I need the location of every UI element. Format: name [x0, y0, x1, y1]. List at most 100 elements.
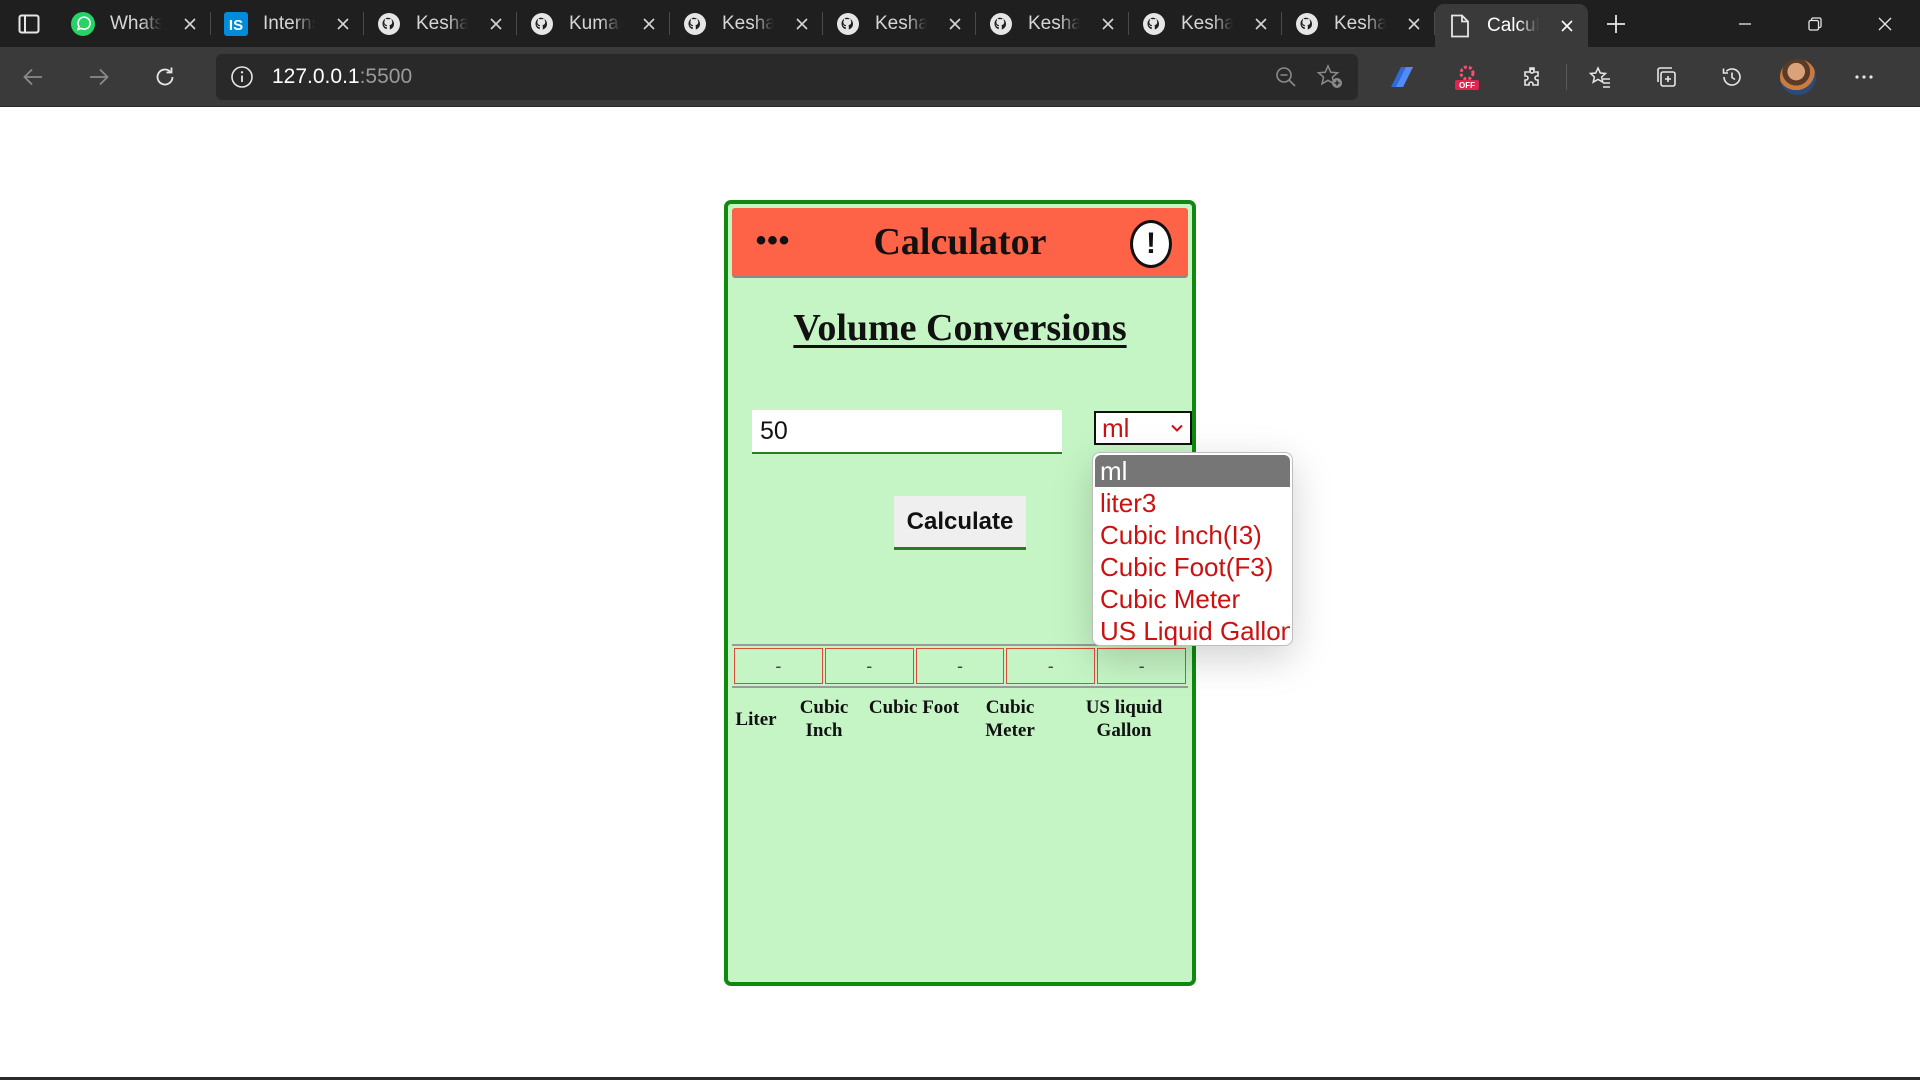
- unit-select-value: ml: [1102, 412, 1130, 443]
- url-port: :5500: [359, 64, 413, 88]
- unit-option-liter3[interactable]: liter3: [1100, 488, 1157, 518]
- tab-title: Keshav: [722, 12, 774, 34]
- close-window-button[interactable]: [1850, 0, 1920, 47]
- tab-github[interactable]: Keshav: [364, 0, 517, 47]
- tab-github[interactable]: Kumau: [517, 0, 670, 47]
- calculate-button[interactable]: Calculate: [894, 496, 1026, 550]
- value-input[interactable]: [752, 410, 1062, 454]
- unit-select[interactable]: ml: [1094, 411, 1192, 445]
- tab-github[interactable]: Keshav: [1129, 0, 1282, 47]
- label-cubic-meter: Cubic Meter: [985, 697, 1035, 741]
- tab-actions-icon: [18, 14, 40, 33]
- unit-option-cubic-foot[interactable]: Cubic Foot(F3): [1100, 552, 1274, 582]
- results-row: - - - - -: [732, 644, 1188, 688]
- label-us-gallon: US liquid Gallon: [1085, 697, 1163, 741]
- plus-icon: [1607, 14, 1625, 33]
- result-us-gallon: -: [1097, 648, 1186, 684]
- extension-button[interactable]: [1368, 47, 1434, 106]
- refresh-button[interactable]: [132, 47, 198, 106]
- label-cubic-inch: Cubic Inch: [799, 697, 849, 741]
- history-button[interactable]: [1699, 47, 1765, 106]
- github-icon: [682, 11, 708, 37]
- extension-button[interactable]: OFF: [1434, 47, 1500, 106]
- github-icon: [529, 11, 555, 37]
- profile-button[interactable]: [1765, 47, 1831, 106]
- tab-github[interactable]: Keshav: [823, 0, 976, 47]
- new-tab-button[interactable]: [1588, 0, 1644, 47]
- close-icon[interactable]: [1403, 13, 1425, 35]
- unit-option-cubic-meter[interactable]: Cubic Meter: [1100, 584, 1241, 614]
- svg-text:OFF: OFF: [1459, 81, 1475, 90]
- tab-title: Keshav: [416, 12, 468, 34]
- page-icon: [1447, 13, 1473, 39]
- menu-dots-icon[interactable]: •••: [755, 224, 791, 257]
- arrow-right-icon: [90, 68, 109, 85]
- close-icon: [1878, 17, 1892, 30]
- tab-title: Keshav: [1181, 12, 1233, 34]
- close-icon[interactable]: [1097, 13, 1119, 35]
- tab-github[interactable]: Keshav: [976, 0, 1129, 47]
- chevron-down-icon: [1171, 424, 1183, 432]
- gear-off-extension-icon: OFF: [1455, 65, 1479, 90]
- tab-internshala[interactable]: IS Internshala: [211, 0, 364, 47]
- unit-option-cubic-inch[interactable]: Cubic Inch(I3): [1100, 520, 1262, 550]
- close-icon[interactable]: [944, 13, 966, 35]
- close-icon[interactable]: [1556, 15, 1578, 37]
- result-liter: -: [734, 648, 823, 684]
- close-icon[interactable]: [791, 13, 813, 35]
- unit-option-us-gallon[interactable]: US Liquid Gallon: [1100, 616, 1290, 646]
- tab-bar: WhatsApp IS Internshala Keshav Kumau Kes…: [0, 0, 1920, 47]
- label-liter: Liter: [735, 709, 777, 730]
- collections-icon: [1657, 66, 1676, 87]
- tab-whatsapp[interactable]: WhatsApp: [58, 0, 211, 47]
- window-controls: [1710, 0, 1920, 47]
- back-button[interactable]: [0, 47, 66, 106]
- zoom-out-icon[interactable]: [1274, 65, 1298, 89]
- result-cubic-inch: -: [824, 648, 914, 684]
- close-icon[interactable]: [332, 13, 354, 35]
- extensions-button[interactable]: [1500, 47, 1566, 106]
- svg-text:IS: IS: [229, 17, 243, 34]
- minimize-button[interactable]: [1710, 0, 1780, 47]
- more-icon: [1855, 74, 1873, 79]
- arrow-extension-icon: [1391, 66, 1413, 87]
- info-icon[interactable]: !: [1130, 220, 1172, 268]
- url-host: 127.0.0.1: [272, 64, 360, 88]
- close-icon[interactable]: [485, 13, 507, 35]
- result-labels: Liter Cubic Inch Cubic Foot Cubic Meter …: [732, 696, 1188, 742]
- section-title-text: Volume Conversions: [793, 307, 1127, 349]
- add-favorite-icon[interactable]: [1316, 63, 1344, 90]
- github-icon: [835, 11, 861, 37]
- favorites-button[interactable]: [1567, 47, 1633, 106]
- favorites-icon: [1588, 65, 1610, 88]
- tab-github[interactable]: Keshav: [1282, 0, 1435, 47]
- tab-github[interactable]: Keshav: [670, 0, 823, 47]
- close-icon[interactable]: [1250, 13, 1272, 35]
- result-cubic-foot: -: [915, 648, 1005, 684]
- internshala-icon: IS: [223, 11, 249, 37]
- refresh-icon: [156, 67, 174, 85]
- section-title: Volume Conversions: [728, 306, 1192, 350]
- result-cubic-meter: -: [1006, 648, 1096, 684]
- tab-title: WhatsApp: [110, 12, 162, 34]
- browser-toolbar: 127.0.0.1:5500 OFF: [0, 47, 1920, 106]
- close-icon[interactable]: [179, 13, 201, 35]
- url-text: 127.0.0.1:5500: [272, 65, 412, 89]
- avatar: [1780, 58, 1816, 95]
- address-bar[interactable]: 127.0.0.1:5500: [216, 53, 1358, 100]
- collections-button[interactable]: [1633, 47, 1699, 106]
- forward-button[interactable]: [66, 47, 132, 106]
- history-icon: [1722, 67, 1741, 86]
- tab-title: Keshav: [1334, 12, 1386, 34]
- restore-button[interactable]: [1780, 0, 1850, 47]
- tab-calculator[interactable]: Calculator: [1435, 4, 1588, 47]
- close-icon[interactable]: [638, 13, 660, 35]
- unit-option-ml[interactable]: ml: [1095, 455, 1290, 487]
- tab-actions-button[interactable]: [0, 0, 58, 47]
- calculator-header: ••• Calculator !: [732, 208, 1188, 278]
- settings-menu-button[interactable]: [1831, 47, 1897, 106]
- toolbar-border: [0, 106, 1920, 107]
- info-icon[interactable]: [230, 65, 254, 89]
- github-icon: [376, 11, 402, 37]
- arrow-left-icon: [23, 68, 42, 85]
